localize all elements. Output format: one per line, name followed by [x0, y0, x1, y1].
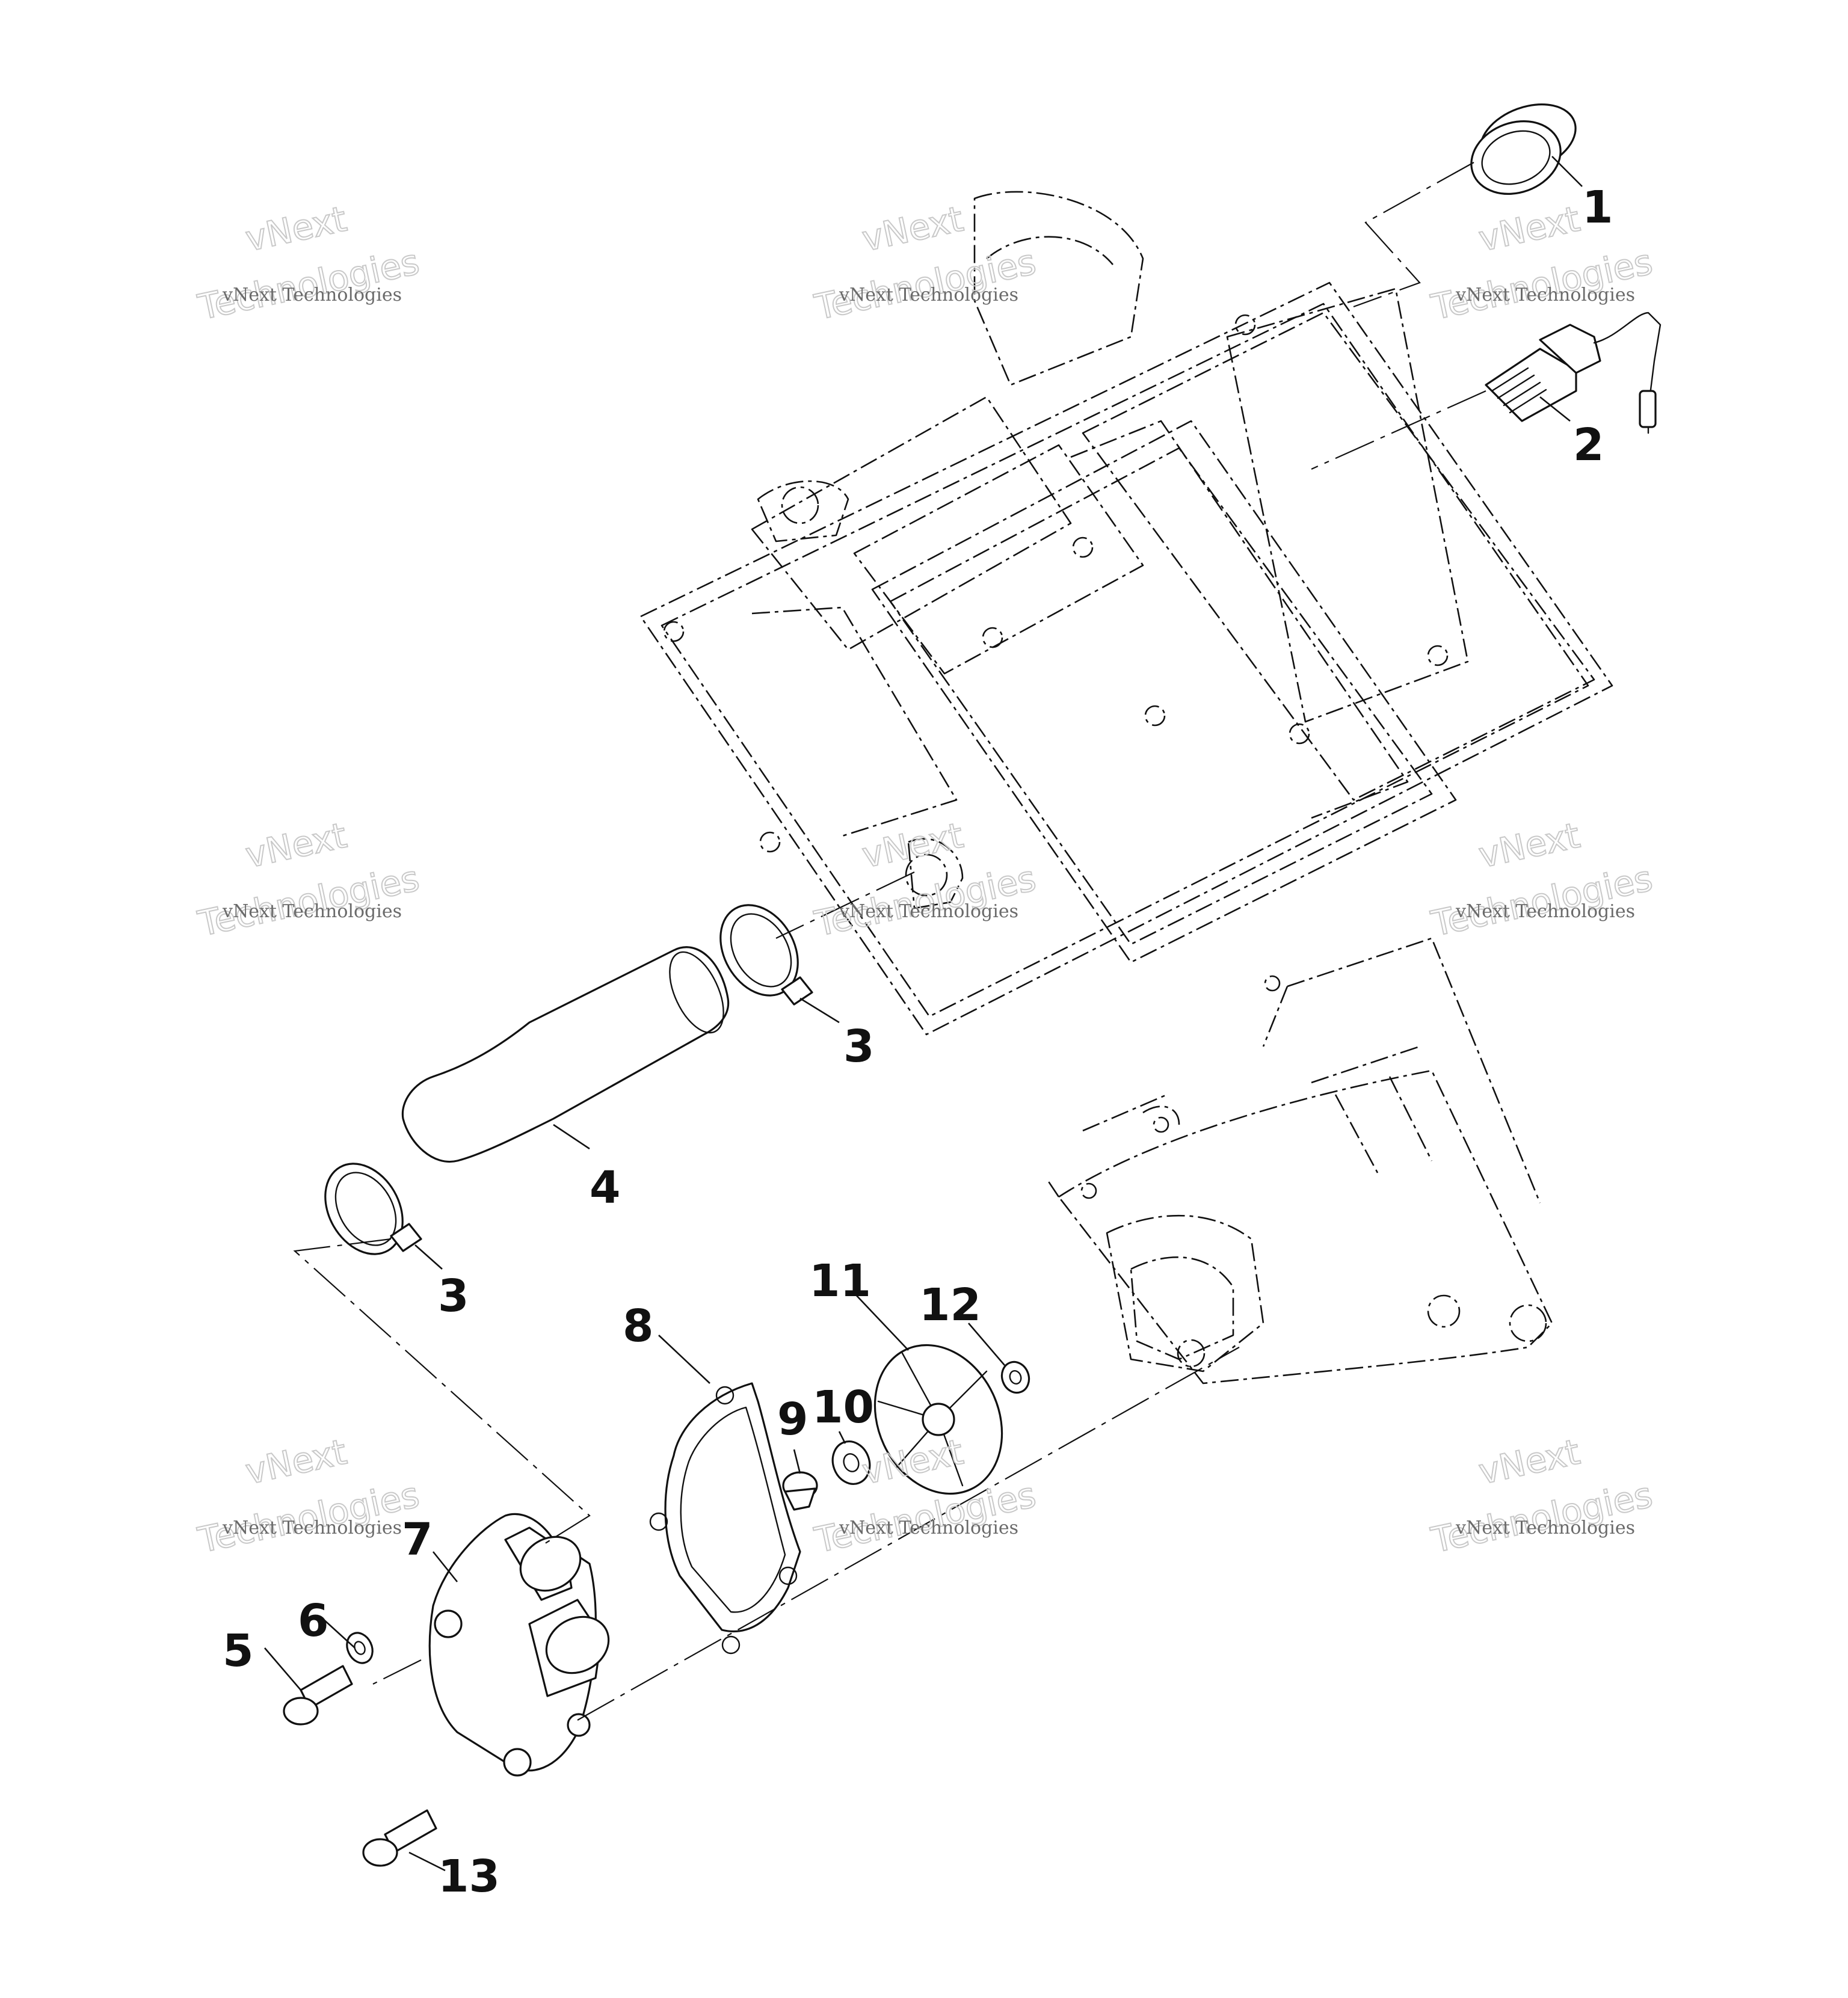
part-12-nut	[1000, 1360, 1030, 1394]
part-7-pump-cover	[428, 1513, 610, 1777]
watermark: vNext Technologies vNext Technologies	[194, 814, 424, 945]
callout-5: 5	[223, 1625, 254, 1677]
callout-7: 7	[402, 1514, 433, 1566]
part-8-gasket	[649, 1382, 801, 1655]
svg-text:vNext Technologies: vNext Technologies	[222, 901, 402, 922]
svg-text:vNext: vNext	[242, 198, 350, 260]
watermark: vNext Technologies vNext Technologies	[810, 814, 1040, 945]
svg-text:vNext Technologies: vNext Technologies	[839, 284, 1018, 306]
svg-text:vNext Technologies: vNext Technologies	[222, 284, 402, 306]
callout-4: 4	[590, 1162, 621, 1214]
part-3-clamp-upper	[719, 904, 813, 1006]
watermark: vNext Technologies vNext Technologies	[194, 1431, 424, 1562]
callout-13: 13	[438, 1851, 500, 1902]
part-5-bolt	[283, 1665, 353, 1726]
svg-text:vNext: vNext	[858, 815, 967, 876]
cylinder-head-phantom	[639, 191, 1613, 1036]
svg-text:vNext: vNext	[1475, 198, 1583, 260]
part-6-washer	[346, 1632, 374, 1664]
watermark: vNext Technologies vNext Technologies	[1427, 198, 1657, 329]
part-2-temp-sensor	[1485, 312, 1662, 434]
svg-text:vNext: vNext	[1475, 1431, 1583, 1493]
svg-text:vNext: vNext	[242, 1431, 350, 1493]
callout-3-lower: 3	[438, 1270, 469, 1322]
watermark: vNext Technologies vNext Technologies	[194, 198, 424, 329]
svg-text:vNext Technologies: vNext Technologies	[839, 901, 1018, 922]
leader-lines	[264, 156, 1583, 1872]
svg-text:vNext: vNext	[858, 198, 967, 260]
part-1-thermostat	[1470, 103, 1577, 195]
callout-8: 8	[623, 1300, 654, 1352]
callout-3-upper: 3	[843, 1021, 875, 1072]
part-3-clamp-lower	[324, 1163, 422, 1255]
crankcase-phantom	[1046, 937, 1553, 1385]
callout-2: 2	[1573, 419, 1604, 471]
svg-text:vNext Technologies: vNext Technologies	[222, 1517, 402, 1538]
callout-12: 12	[919, 1279, 981, 1331]
svg-text:vNext Technologies: vNext Technologies	[1455, 284, 1635, 306]
watermark: vNext Technologies vNext Technologies	[1427, 1431, 1657, 1562]
svg-text:vNext Technologies: vNext Technologies	[1455, 901, 1635, 922]
callout-9: 9	[777, 1394, 808, 1445]
callout-labels: 1 2 3 3 4 5 6 7 8 9 10 11 12 13	[223, 182, 1613, 1902]
callout-11: 11	[809, 1255, 871, 1307]
part-11-impeller	[873, 1344, 1003, 1495]
callout-10: 10	[812, 1382, 874, 1433]
svg-text:vNext: vNext	[242, 815, 350, 876]
assembly-axis-lines	[293, 162, 1486, 1721]
svg-text:vNext: vNext	[1475, 815, 1583, 876]
svg-text:vNext Technologies: vNext Technologies	[1455, 1517, 1635, 1538]
part-13-bolt	[362, 1809, 437, 1867]
part-9-seal	[782, 1471, 818, 1511]
watermark: vNext Technologies vNext Technologies	[1427, 814, 1657, 945]
part-4-hose	[401, 946, 730, 1163]
watermark: vNext Technologies vNext Technologies	[810, 198, 1040, 329]
svg-text:vNext Technologies: vNext Technologies	[839, 1517, 1018, 1538]
callout-6: 6	[298, 1595, 329, 1647]
callout-1: 1	[1582, 182, 1613, 233]
